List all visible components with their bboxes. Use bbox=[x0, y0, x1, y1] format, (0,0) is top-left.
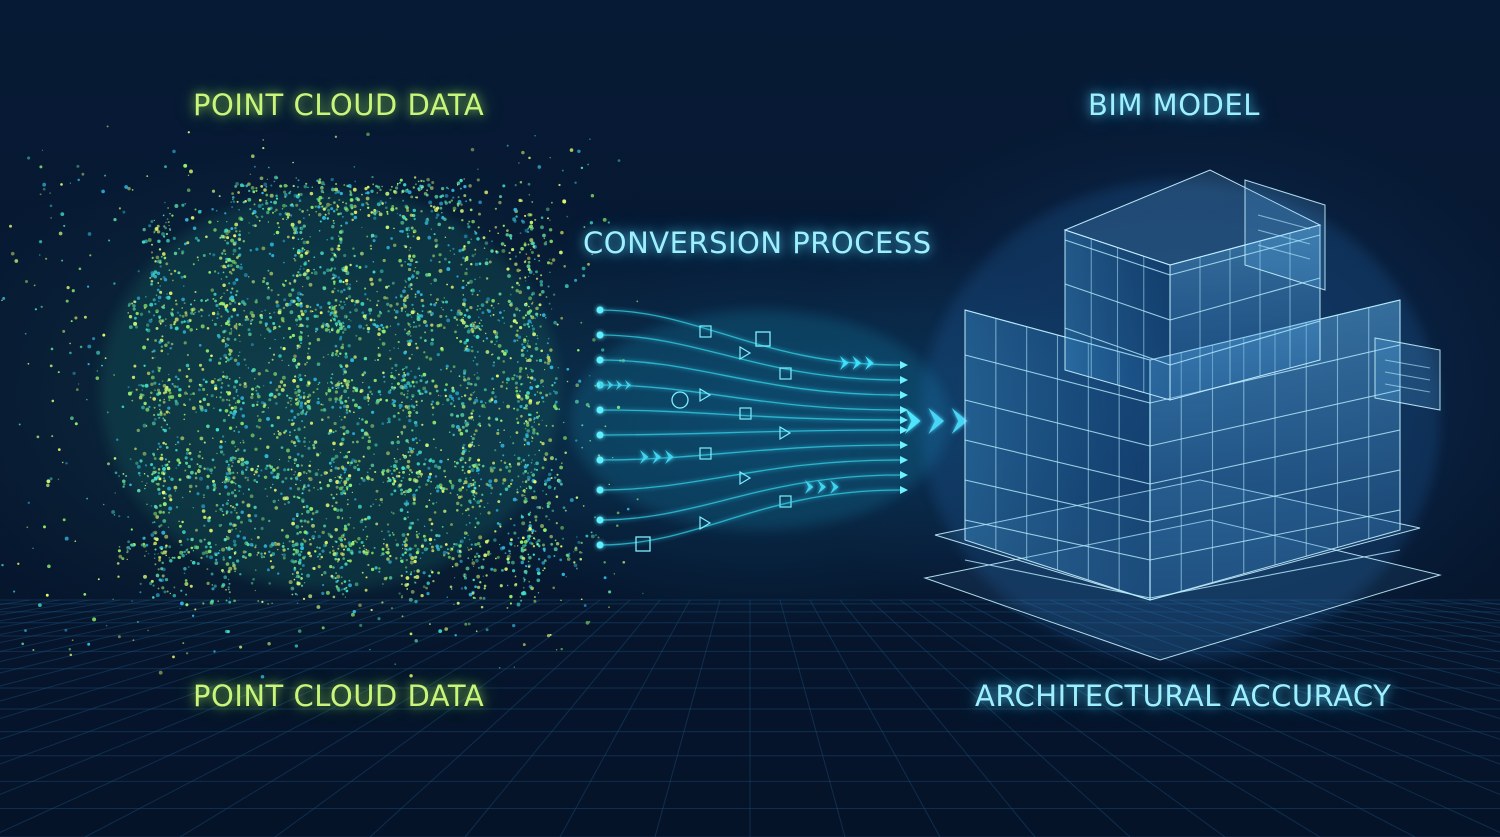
label-conversion-process: CONVERSION PROCESS bbox=[583, 226, 932, 260]
label-point-cloud-data-top: POINT CLOUD DATA bbox=[193, 88, 485, 122]
perspective-floor-grid bbox=[0, 599, 1500, 837]
point-cloud-building bbox=[1, 125, 644, 679]
label-point-cloud-data-bottom: POINT CLOUD DATA bbox=[193, 679, 485, 713]
bim-wireframe-building bbox=[920, 169, 1442, 661]
label-architectural-accuracy: ARCHITECTURAL ACCURACY bbox=[975, 679, 1392, 713]
conversion-flow bbox=[570, 306, 968, 552]
label-bim-model: BIM MODEL bbox=[1088, 88, 1260, 122]
